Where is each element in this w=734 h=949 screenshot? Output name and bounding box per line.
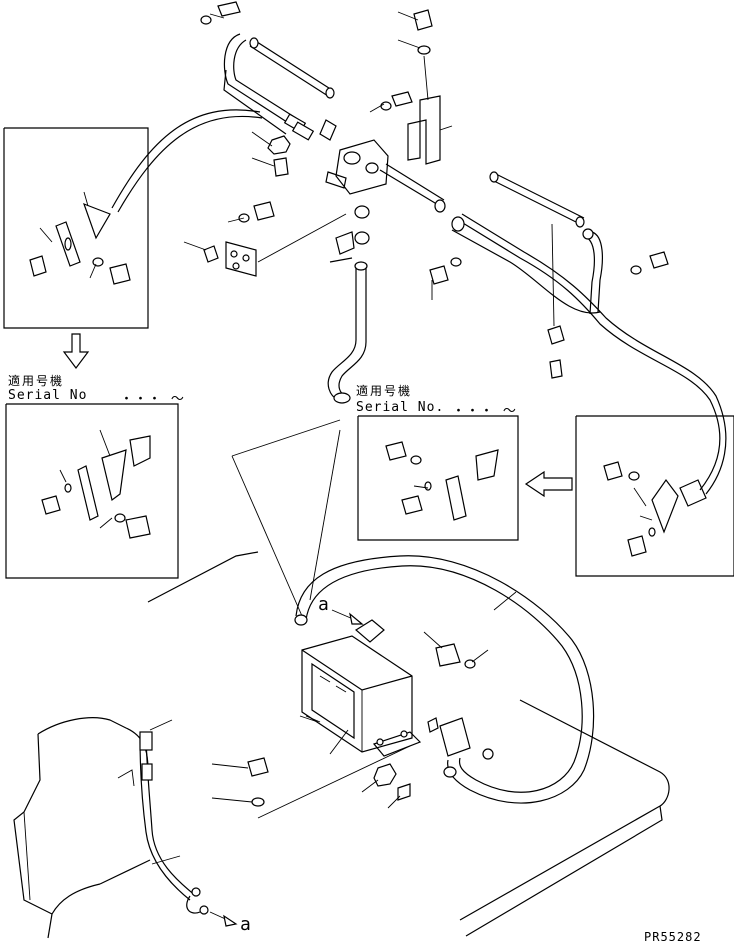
left-arrow-icon (524, 470, 573, 498)
detail-callout-a-upper: a (318, 594, 330, 615)
bolt-icon (211, 745, 411, 819)
right-bracket-bar (489, 171, 585, 228)
right-pipe-assembly (451, 213, 727, 495)
inset-right-parts (603, 461, 707, 557)
top-left-pipe (111, 33, 315, 213)
inset-serial-left: Serial No (8, 388, 88, 403)
pipe-clip (319, 119, 370, 263)
detail-arrow-icon (331, 609, 364, 625)
floor-plate (147, 551, 670, 937)
loop-pipe (294, 555, 595, 804)
bolt-icon (429, 251, 669, 379)
control-box (299, 619, 422, 757)
inset-leader-lines (231, 419, 341, 617)
inset-frame-center (357, 415, 519, 541)
bolt-icon (227, 201, 275, 223)
down-arrow-icon (62, 333, 90, 369)
vertical-drain-pipe (327, 261, 368, 404)
inset-left-bottom-parts (41, 429, 151, 539)
bolt-icon (200, 1, 241, 25)
inset-title-left: 適用号機 (8, 374, 65, 388)
inset-frame-left-bottom (5, 403, 179, 579)
inset-left-top-parts (29, 191, 131, 285)
clamp-plate (183, 213, 347, 277)
inset-range-center: ・・・ ～ (452, 404, 517, 419)
inset-center-parts (385, 441, 499, 521)
detail-callout-a-lower: a (240, 914, 252, 935)
manifold-block (335, 139, 446, 213)
support-bracket (407, 55, 453, 165)
nut-icon (251, 131, 291, 177)
inset-frame-left-top (3, 127, 149, 329)
inset-title-center: 適用号機 (356, 384, 413, 398)
drawing-code: PR55282 (644, 930, 702, 944)
inset-range-left: ・・・ ～ (120, 392, 185, 407)
side-console (13, 717, 151, 939)
bolt-icon (369, 91, 413, 113)
inset-serial-center: Serial No. (356, 400, 445, 415)
top-bracket-bar (249, 37, 335, 99)
inset-frame-right (575, 415, 734, 577)
bolt-icon (423, 631, 489, 669)
connector-icon (427, 717, 494, 778)
wire-harness (117, 719, 238, 927)
nut-icon (361, 763, 411, 809)
bolt-icon (397, 9, 433, 55)
